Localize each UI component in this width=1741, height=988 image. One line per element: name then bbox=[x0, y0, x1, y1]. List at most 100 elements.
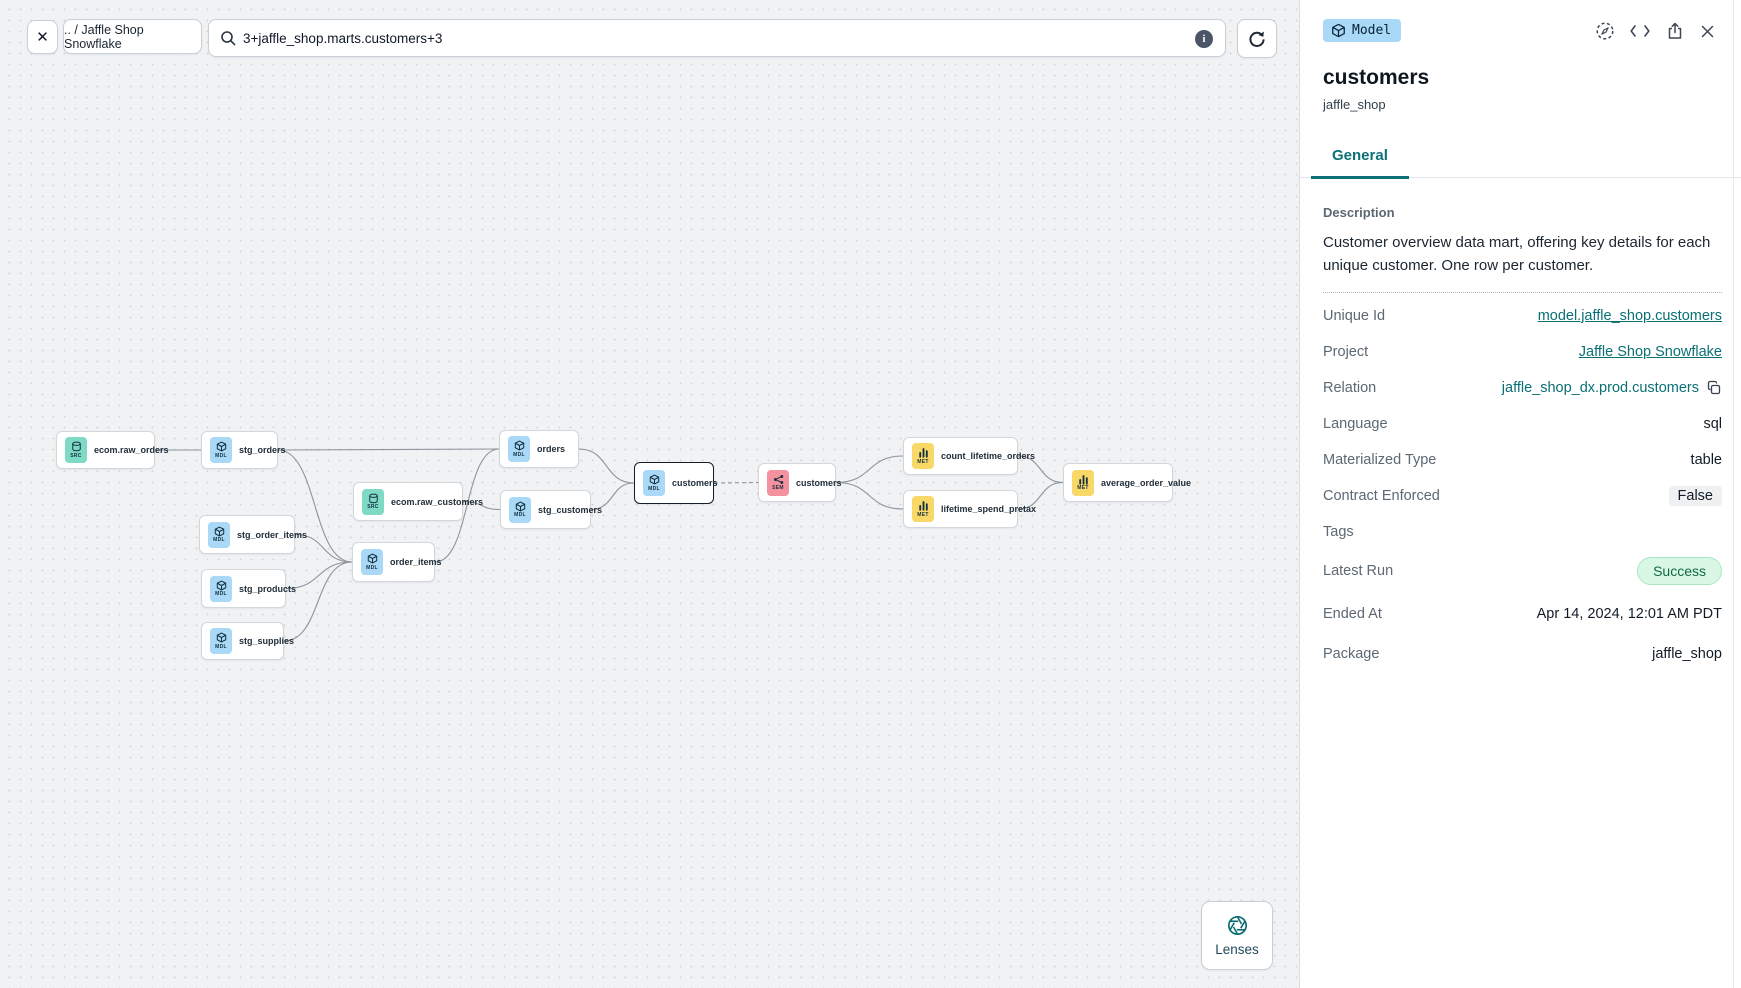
resource-title: customers bbox=[1323, 66, 1430, 89]
copy-icon bbox=[1707, 380, 1721, 394]
model-type-badge: MDL bbox=[210, 575, 232, 602]
explore-lineage-button[interactable] bbox=[1595, 21, 1615, 41]
graph-node-label: customers bbox=[672, 478, 718, 488]
share-icon bbox=[1668, 22, 1682, 39]
copy-button[interactable] bbox=[1706, 380, 1722, 396]
view-code-button[interactable] bbox=[1628, 21, 1652, 41]
code-icon bbox=[1630, 25, 1650, 37]
selector-input[interactable] bbox=[209, 20, 1225, 56]
refresh-lineage-button[interactable] bbox=[1237, 19, 1277, 58]
model-icon bbox=[515, 501, 525, 512]
graph-edge bbox=[835, 481, 904, 510]
lenses-aperture-icon bbox=[1227, 915, 1247, 936]
model-type-badge: MDL bbox=[210, 628, 232, 654]
breadcrumb-label: .. / Jaffle Shop Snowflake bbox=[64, 22, 144, 51]
source-type-badge: SRC bbox=[65, 437, 87, 463]
model-icon bbox=[367, 553, 377, 564]
source-icon bbox=[368, 493, 378, 504]
detail-value-latest-run: Success bbox=[1637, 557, 1722, 585]
detail-row-contract-enforced: Contract Enforced False bbox=[1323, 478, 1722, 514]
panel-tabs: General bbox=[1300, 147, 1741, 179]
metric-icon bbox=[918, 501, 928, 511]
detail-value-project: Jaffle Shop Snowflake bbox=[1579, 344, 1722, 360]
graph-edge bbox=[578, 448, 635, 484]
detail-label-relation: Relation bbox=[1323, 379, 1377, 396]
project-link[interactable]: Jaffle Shop Snowflake bbox=[1578, 343, 1722, 360]
graph-edge bbox=[1017, 481, 1064, 510]
graph-edge bbox=[294, 533, 353, 563]
detail-row-unique-id: Unique Id model.jaffle_shop.customers bbox=[1323, 298, 1722, 334]
graph-node-label: stg_orders bbox=[239, 445, 286, 455]
lineage-selector-bar: i bbox=[208, 19, 1226, 57]
graph-node-ecom-raw-customers[interactable]: SRC ecom.raw_customers bbox=[353, 482, 483, 521]
detail-label-language: Language bbox=[1323, 415, 1388, 432]
graph-edge bbox=[277, 448, 500, 451]
graph-node-customers[interactable]: SEM customers bbox=[758, 463, 842, 502]
graph-edge bbox=[285, 561, 353, 590]
detail-row-tags: Tags bbox=[1323, 514, 1722, 550]
selector-info-icon[interactable]: i bbox=[1195, 30, 1213, 48]
model-icon bbox=[216, 580, 226, 591]
graph-node-label: lifetime_spend_pretax bbox=[941, 504, 1037, 514]
semantic-model-type-badge: SEM bbox=[767, 469, 789, 496]
detail-value-contract-enforced: False bbox=[1668, 485, 1722, 506]
breadcrumb[interactable]: .. / Jaffle Shop Snowflake bbox=[63, 19, 202, 54]
source-icon bbox=[71, 441, 81, 452]
model-icon bbox=[514, 440, 524, 451]
tab-general[interactable]: General bbox=[1311, 147, 1409, 179]
close-panel-button[interactable] bbox=[1698, 22, 1717, 41]
detail-value-language: sql bbox=[1703, 415, 1722, 432]
detail-label-contract-enforced: Contract Enforced bbox=[1323, 487, 1440, 504]
section-divider bbox=[1323, 291, 1722, 293]
model-type-badge: MDL bbox=[361, 549, 383, 575]
graph-edge bbox=[590, 482, 635, 511]
close-icon bbox=[1701, 25, 1714, 37]
metric-type-badge: MET bbox=[1072, 469, 1094, 496]
close-icon: ✕ bbox=[36, 29, 49, 46]
contract-enforced-chip: False bbox=[1668, 485, 1722, 506]
detail-row-language: Language sql bbox=[1323, 406, 1722, 442]
unique-id-link[interactable]: model.jaffle_shop.customers bbox=[1537, 307, 1722, 324]
lenses-button[interactable]: Lenses bbox=[1201, 901, 1273, 970]
graph-edge bbox=[434, 448, 500, 563]
graph-node-stg-supplies[interactable]: MDL stg_supplies bbox=[201, 622, 294, 660]
resource-details-panel: Model bbox=[1299, 0, 1741, 988]
graph-node-label: customers bbox=[796, 477, 842, 488]
model-icon bbox=[216, 441, 226, 452]
graph-node-label: stg_customers bbox=[538, 504, 603, 515]
model-type-badge: MDL bbox=[210, 437, 232, 463]
detail-value-package: jaffle_shop bbox=[1652, 645, 1722, 662]
detail-label-unique-id: Unique Id bbox=[1323, 307, 1386, 324]
graph-node-label: stg_order_items bbox=[237, 529, 308, 540]
source-type-badge: SRC bbox=[362, 488, 384, 515]
graph-node-label: ecom.raw_customers bbox=[391, 496, 484, 507]
compass-icon bbox=[1596, 22, 1614, 40]
detail-value-unique-id: model.jaffle_shop.customers bbox=[1538, 308, 1722, 324]
description-text: Customer overview data mart, offering ke… bbox=[1323, 234, 1711, 275]
graph-node-stg-orders[interactable]: MDL stg_orders bbox=[201, 431, 286, 469]
resource-package-subtitle: jaffle_shop bbox=[1323, 97, 1386, 112]
close-lineage-button[interactable]: ✕ bbox=[27, 20, 58, 54]
model-icon bbox=[1332, 23, 1345, 38]
detail-label-materialized-type: Materialized Type bbox=[1323, 451, 1437, 468]
graph-node-label: stg_supplies bbox=[239, 636, 295, 646]
share-button[interactable] bbox=[1665, 21, 1685, 41]
